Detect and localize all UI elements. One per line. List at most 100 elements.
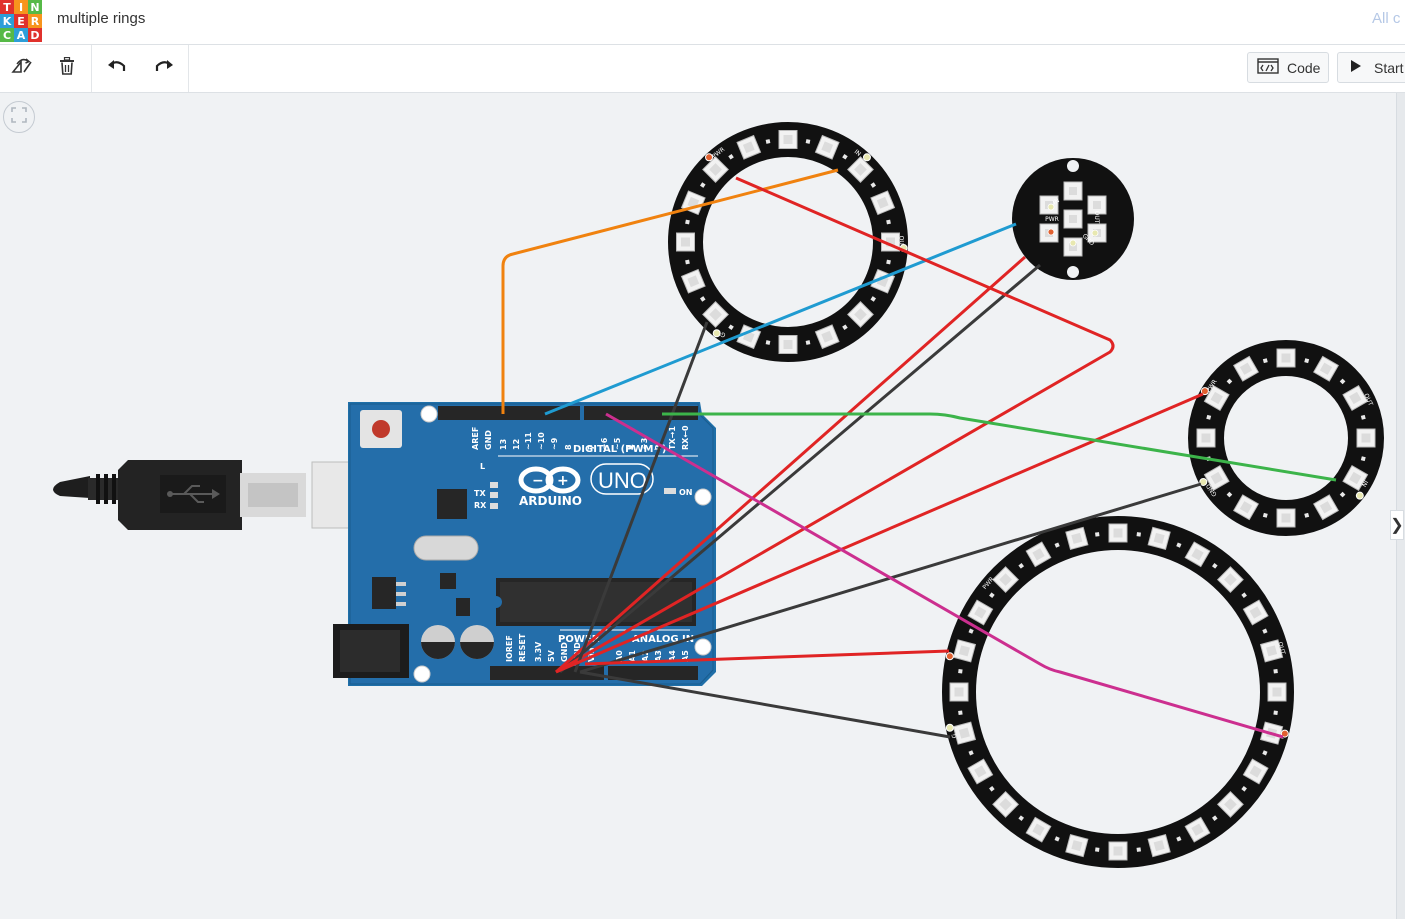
logo-letter: C: [0, 28, 14, 42]
wire-orange-pin13-to-ring-in[interactable]: [501, 168, 839, 414]
digital-pin-label: 4: [627, 444, 636, 450]
redo-button[interactable]: [141, 45, 187, 92]
ring-pin-label: IN: [853, 148, 862, 157]
ring-solder-pad[interactable]: [1199, 477, 1208, 486]
ring-solder-pad[interactable]: [945, 652, 954, 661]
delete-button[interactable]: [44, 45, 90, 92]
neopixel-led: [1203, 385, 1230, 411]
neopixel-capacitor: [1226, 491, 1233, 498]
rotate-button[interactable]: [0, 45, 46, 92]
neopixel-capacitor: [842, 154, 848, 160]
wire-black-gnd-to-jewel-gnd[interactable]: [559, 263, 1041, 674]
ring-solder-pad[interactable]: [1200, 387, 1209, 396]
neopixel-led: [992, 790, 1020, 818]
wire-magenta-pin6-to-bottom-ring-in[interactable]: [605, 412, 1284, 739]
undo-button[interactable]: [94, 45, 140, 92]
code-button[interactable]: Code: [1247, 52, 1329, 83]
project-title[interactable]: multiple rings: [57, 10, 146, 27]
ring-pin-label: G: [719, 330, 727, 339]
neopixel-led: [814, 324, 840, 350]
toolbar-divider: [188, 45, 189, 92]
uno-badge: [590, 463, 654, 495]
digital-pin-label: ~9: [550, 437, 559, 450]
neopixel-led: [1259, 639, 1284, 663]
neopixel-capacitor: [1273, 669, 1278, 674]
neopixel-led: [702, 301, 729, 328]
digital-pin-label: 7: [587, 444, 596, 450]
ring-solder-pad[interactable]: [705, 153, 714, 162]
on-led-label: ON: [679, 488, 693, 497]
svg-text:−: −: [532, 473, 544, 489]
neopixel-led: [1065, 526, 1089, 551]
neopixel-capacitor: [1360, 414, 1366, 420]
jewel-solder-pad[interactable]: [1069, 239, 1077, 247]
neopixel-capacitor: [1211, 815, 1218, 821]
wire-red-5v-to-ring-pwr[interactable]: [555, 255, 1026, 674]
ring-solder-pad[interactable]: [1355, 491, 1364, 500]
neopixel-capacitor: [1360, 456, 1366, 462]
wire-blue-pin10-to-jewel-in[interactable]: [544, 222, 1017, 416]
neopixel-capacitor: [1054, 542, 1060, 548]
rotate-icon: [11, 57, 35, 80]
wire-black-gnd-to-top-ring-gnd[interactable]: [573, 321, 709, 673]
wire-red-vin-to-bottom-ring-pwr[interactable]: [584, 649, 950, 666]
jewel-solder-pad[interactable]: [1091, 229, 1099, 237]
neopixel-led: [992, 566, 1020, 594]
ring-pin-label: G: [951, 732, 959, 739]
neopixel-led: [1108, 523, 1128, 543]
neopixel-led: [1203, 465, 1230, 491]
neopixel-capacitor: [1226, 378, 1233, 385]
neopixel-capacitor: [1262, 750, 1268, 756]
digital-pin-label: ~6: [600, 437, 609, 450]
wire-black-gnd-to-bottom-ring-gnd[interactable]: [579, 670, 951, 739]
neopixel-capacitor: [1241, 592, 1247, 599]
logo-letter: K: [0, 14, 14, 28]
ring-pin-label: IN: [1360, 479, 1369, 488]
jewel-solder-pad[interactable]: [1047, 228, 1055, 236]
expand-panel-button[interactable]: ❯: [1390, 510, 1404, 540]
neopixel-led: [952, 639, 977, 663]
neopixel-capacitor: [700, 296, 706, 302]
jewel-solder-pad[interactable]: [1047, 203, 1055, 211]
logo-letter: R: [28, 14, 42, 28]
neopixel-led: [1063, 209, 1083, 229]
start-simulation-button[interactable]: Start: [1337, 52, 1405, 83]
neopixel-led: [814, 134, 840, 160]
side-panel-handle[interactable]: [1396, 93, 1405, 919]
neopixel-led: [1242, 758, 1269, 785]
rx-led-label: RX: [474, 501, 487, 510]
analog-header-label: ANALOG IN: [632, 634, 694, 645]
neopixel-capacitor: [765, 139, 771, 144]
arduino-digital-header[interactable]: [438, 406, 698, 420]
code-button-label: Code: [1287, 59, 1321, 76]
neopixel-capacitor: [886, 219, 891, 225]
wire-green-pin2-to-right-ring-in[interactable]: [662, 412, 1337, 482]
neopixel-capacitor: [1262, 512, 1268, 518]
ring-solder-pad[interactable]: [712, 329, 721, 338]
neopixel-capacitor: [685, 219, 690, 225]
neopixel-capacitor: [989, 592, 995, 599]
neopixel-capacitor: [1211, 563, 1218, 569]
neopixel-led: [1147, 833, 1171, 858]
fit-view-button[interactable]: [3, 101, 35, 133]
power-pin-label: 5V: [547, 649, 556, 662]
jewel-pin-label: IN: [1052, 197, 1061, 206]
ring-pin-label: OUT: [1276, 641, 1286, 655]
neopixel-led: [1276, 348, 1296, 368]
neopixel-capacitor: [870, 182, 876, 188]
ring-solder-pad[interactable]: [862, 153, 871, 162]
neopixel-capacitor: [1095, 847, 1100, 852]
chevron-right-icon: ❯: [1390, 517, 1404, 534]
ring-solder-pad[interactable]: [945, 723, 954, 732]
neopixel-led: [1108, 841, 1128, 861]
neopixel-capacitor: [1136, 847, 1141, 852]
ring-solder-pad[interactable]: [1280, 729, 1289, 738]
neopixel-led: [949, 682, 969, 702]
wire-red-5v-to-top-ring-pwr[interactable]: [555, 176, 1115, 674]
